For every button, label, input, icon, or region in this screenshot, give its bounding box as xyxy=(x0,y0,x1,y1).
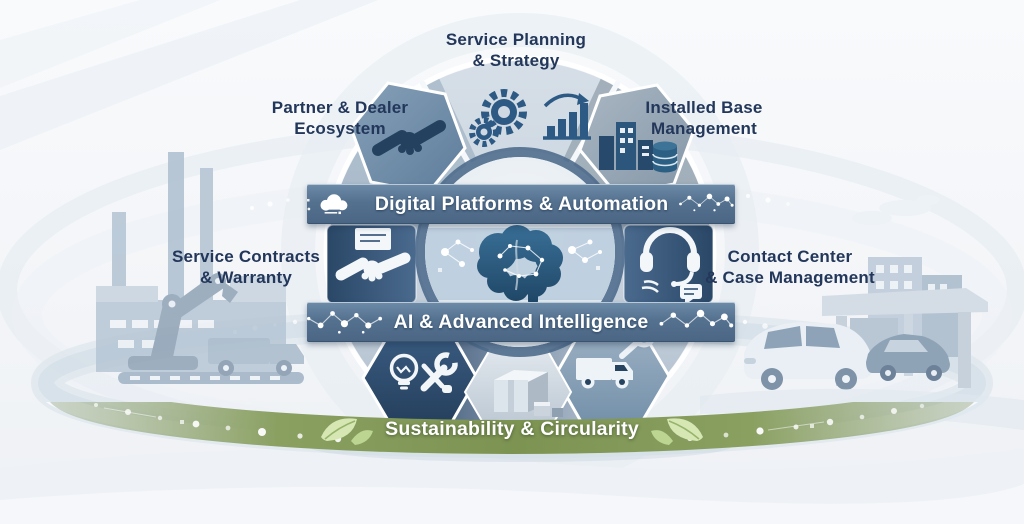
label-installed-base: Installed Base Management xyxy=(586,97,822,139)
label-line: Service Planning xyxy=(445,30,587,49)
sustainability-band xyxy=(45,402,979,454)
truck-silhouette xyxy=(208,338,304,376)
band-sparkle-dots xyxy=(94,403,925,443)
label-line: Ecosystem xyxy=(294,119,386,139)
label-partner-dealer: Partner & Dealer Ecosystem xyxy=(222,97,458,139)
conveyor-silhouette xyxy=(118,372,304,384)
banner-ai-intelligence-text: AI & Advanced Intelligence xyxy=(393,310,649,333)
robot-arm-silhouette xyxy=(128,273,238,370)
cloud-icon xyxy=(307,194,348,215)
network-nodes-icon xyxy=(307,311,383,334)
label-service-planning: Service Planning & Strategy xyxy=(386,29,646,71)
sedan xyxy=(866,334,950,381)
banner-sustainability: Sustainability & Circularity xyxy=(0,409,1024,449)
label-line: Partner & Dealer xyxy=(271,98,409,117)
leaf-icon xyxy=(321,418,374,445)
label-line: Management xyxy=(651,119,757,139)
label-line: & Warranty xyxy=(199,268,293,288)
headset-chat-icon xyxy=(640,227,702,305)
banner-sustainability-text: Sustainability & Circularity xyxy=(385,417,639,440)
handshake-icon xyxy=(372,120,446,156)
service-truck-wrench-icon xyxy=(576,324,656,389)
network-nodes-icon xyxy=(659,309,734,328)
minivan xyxy=(744,322,873,390)
banner-digital-platforms: Digital Platforms & Automation xyxy=(307,184,735,224)
banner-digital-platforms-text: Digital Platforms & Automation xyxy=(374,192,669,215)
lightbulb-tools-icon xyxy=(389,352,458,393)
factory-silhouette xyxy=(96,152,304,384)
banner-ai-intelligence: AI & Advanced Intelligence xyxy=(307,302,735,342)
clouds xyxy=(852,195,940,225)
gears-bar-chart-icon xyxy=(469,89,591,147)
ai-brain-circuit-icon xyxy=(477,225,563,304)
document-handshake-icon xyxy=(335,228,411,282)
label-line: & Strategy xyxy=(472,51,560,71)
network-nodes-icon xyxy=(679,193,734,212)
hub-ring xyxy=(415,147,625,357)
leaf-icon xyxy=(650,418,703,445)
label-contact-center: Contact Center & Case Management xyxy=(665,246,915,288)
label-service-contracts: Service Contracts & Warranty xyxy=(126,246,366,288)
label-line: Contact Center xyxy=(727,247,853,266)
label-line: & Case Management xyxy=(705,268,875,288)
label-line: Service Contracts xyxy=(172,247,320,266)
label-line: Installed Base xyxy=(645,98,763,117)
package-boxes-icon xyxy=(494,370,563,417)
buildings-database-icon xyxy=(599,122,678,173)
